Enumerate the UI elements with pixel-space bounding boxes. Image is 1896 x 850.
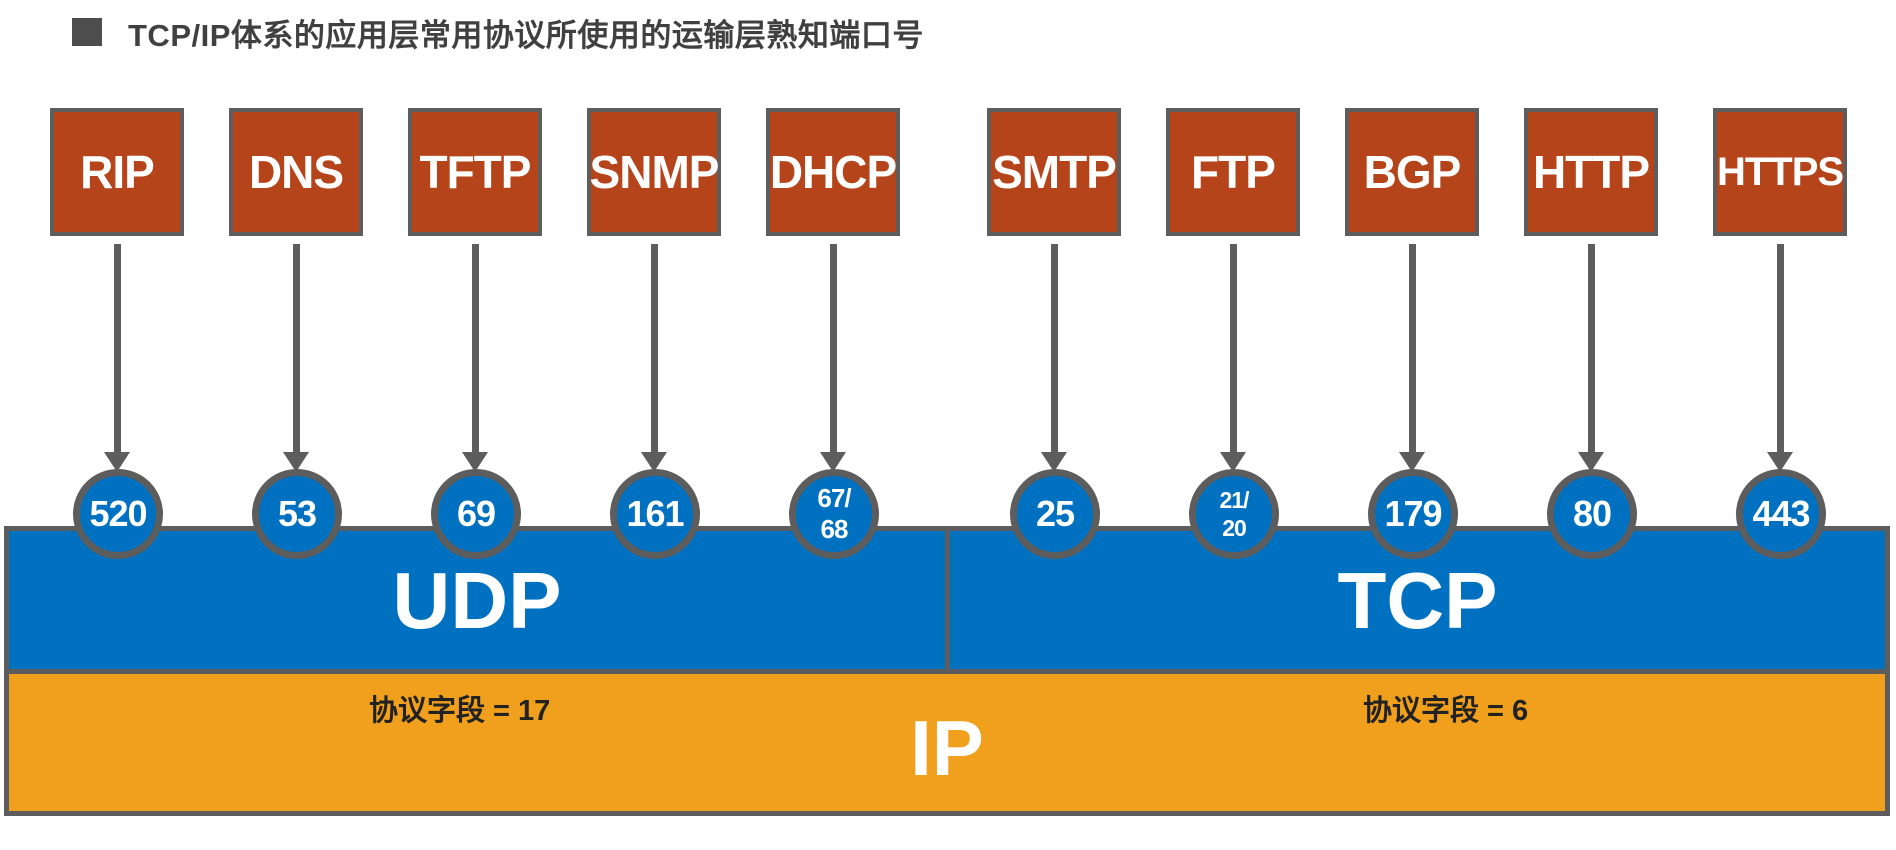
title-bullet-icon: [72, 18, 102, 46]
port-circle-https: 443: [1736, 469, 1826, 559]
protocol-box-http: HTTP: [1524, 108, 1658, 236]
tcp-label: TCP: [1337, 556, 1498, 645]
title-bar: TCP/IP体系的应用层常用协议所使用的运输层熟知端口号: [72, 10, 924, 54]
protocol-box-tftp: TFTP: [408, 108, 542, 236]
arrowhead-ftp-icon: [1220, 452, 1246, 472]
arrowhead-rip-icon: [104, 452, 130, 472]
protocol-box-https: HTTPS: [1713, 108, 1847, 236]
port-circle-snmp: 161: [610, 469, 700, 559]
protocol-box-dhcp: DHCP: [766, 108, 900, 236]
port-circle-dns: 53: [252, 469, 342, 559]
arrow-tftp: [472, 244, 479, 458]
port-circle-bgp: 179: [1368, 469, 1458, 559]
arrow-ftp: [1230, 244, 1237, 458]
protocol-box-dns: DNS: [229, 108, 363, 236]
arrow-bgp: [1409, 244, 1416, 458]
protocol-box-smtp: SMTP: [987, 108, 1121, 236]
port-circle-rip: 520: [73, 469, 163, 559]
arrow-smtp: [1051, 244, 1058, 458]
arrowhead-smtp-icon: [1041, 452, 1067, 472]
arrow-dhcp: [830, 244, 837, 458]
protocol-box-rip: RIP: [50, 108, 184, 236]
protocol-box-snmp: SNMP: [587, 108, 721, 236]
arrowhead-snmp-icon: [641, 452, 667, 472]
udp-layer-bar: UDP: [4, 526, 950, 674]
arrowhead-http-icon: [1578, 452, 1604, 472]
protocol-box-ftp: FTP: [1166, 108, 1300, 236]
arrow-rip: [114, 244, 121, 458]
arrowhead-dhcp-icon: [820, 452, 846, 472]
arrow-http: [1588, 244, 1595, 458]
udp-label: UDP: [392, 556, 562, 645]
tcp-protocol-field-label: 协议字段 = 6: [1363, 695, 1529, 727]
port-circle-tftp: 69: [431, 469, 521, 559]
ip-label: IP: [910, 704, 984, 792]
page-title: TCP/IP体系的应用层常用协议所使用的运输层熟知端口号: [128, 17, 924, 53]
protocol-box-bgp: BGP: [1345, 108, 1479, 236]
port-circle-ftp: 21/ 20: [1189, 469, 1279, 559]
arrowhead-bgp-icon: [1399, 452, 1425, 472]
arrow-snmp: [651, 244, 658, 458]
ip-layer-bar: 协议字段 = 17 协议字段 = 6 IP: [4, 668, 1890, 816]
arrowhead-tftp-icon: [462, 452, 488, 472]
port-circle-http: 80: [1547, 469, 1637, 559]
port-circle-dhcp: 67/ 68: [789, 469, 879, 559]
arrowhead-https-icon: [1767, 452, 1793, 472]
arrowhead-dns-icon: [283, 452, 309, 472]
arrow-dns: [293, 244, 300, 458]
udp-protocol-field-label: 协议字段 = 17: [369, 695, 551, 727]
port-circle-smtp: 25: [1010, 469, 1100, 559]
arrow-https: [1777, 244, 1784, 458]
